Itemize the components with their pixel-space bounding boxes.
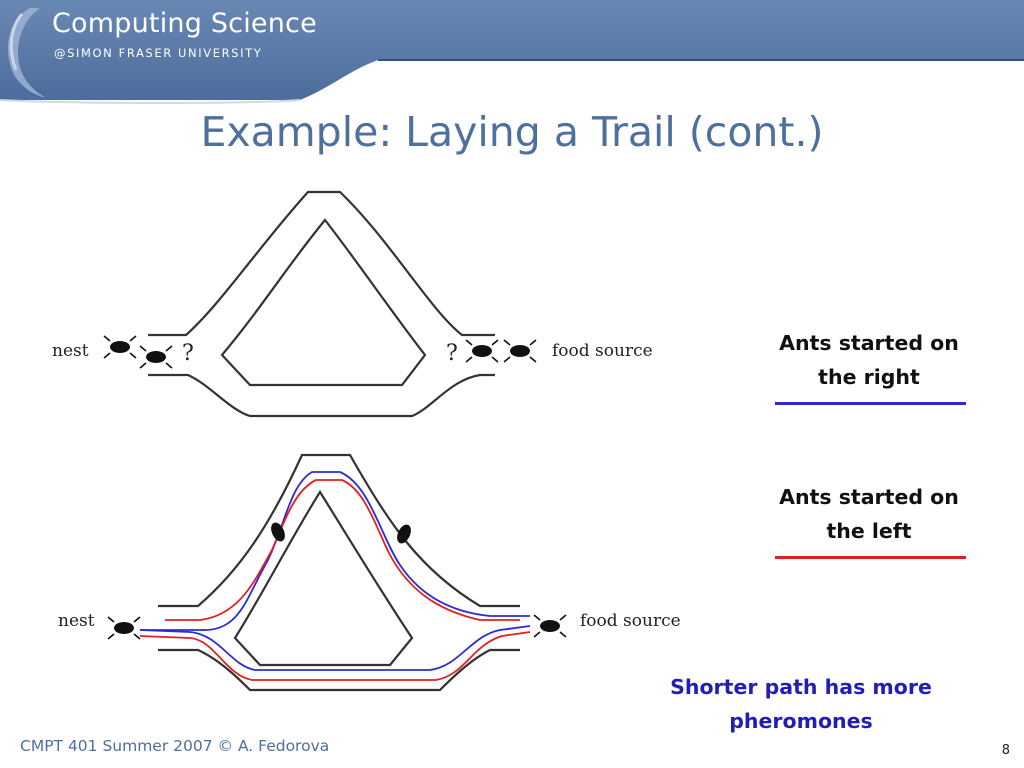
trail-red — [139, 479, 531, 681]
bottom-nest-label: nest — [58, 611, 95, 631]
header-banner: Computing Science @SIMON FRASER UNIVERSI… — [0, 0, 1024, 110]
ant-trail-diagram: nest food source ? ? nest food source — [52, 190, 681, 692]
footer-course: CMPT 401 Summer 2007 © A. Fedorova — [20, 737, 330, 755]
legend-left-swatch — [775, 556, 966, 559]
legend-right: Ants started on the right — [766, 326, 972, 394]
page-number: 8 — [1001, 743, 1010, 758]
brand-name: Computing Science — [52, 8, 317, 39]
bottom-ant-icons — [107, 522, 567, 640]
top-question-right: ? — [446, 341, 458, 366]
legend-left-line1: Ants started on — [779, 485, 959, 509]
ant-trail-figure: nest food source ? ? nest food source — [40, 180, 700, 710]
trail-blue — [139, 471, 531, 671]
top-food-label: food source — [552, 341, 653, 361]
legend-left: Ants started on the left — [766, 480, 972, 548]
brand-subtitle: @SIMON FRASER UNIVERSITY — [54, 46, 263, 60]
banner-shape — [0, 0, 1024, 104]
top-ant-icons — [103, 335, 537, 369]
legend-right-line2: the right — [818, 365, 920, 389]
conclusion-note: Shorter path has more pheromones — [654, 670, 948, 738]
note-line2: pheromones — [729, 709, 873, 733]
bottom-food-label: food source — [580, 611, 681, 631]
top-bridge — [148, 190, 495, 418]
note-line1: Shorter path has more — [670, 675, 932, 699]
slide-title: Example: Laying a Trail (cont.) — [200, 108, 824, 156]
legend-right-line1: Ants started on — [779, 331, 959, 355]
top-nest-label: nest — [52, 341, 89, 361]
bottom-bridge — [158, 453, 520, 692]
sfu-swoosh-icon — [8, 8, 46, 98]
legend-right-swatch — [775, 402, 966, 405]
legend-left-line2: the left — [826, 519, 912, 543]
top-question-left: ? — [182, 341, 194, 366]
